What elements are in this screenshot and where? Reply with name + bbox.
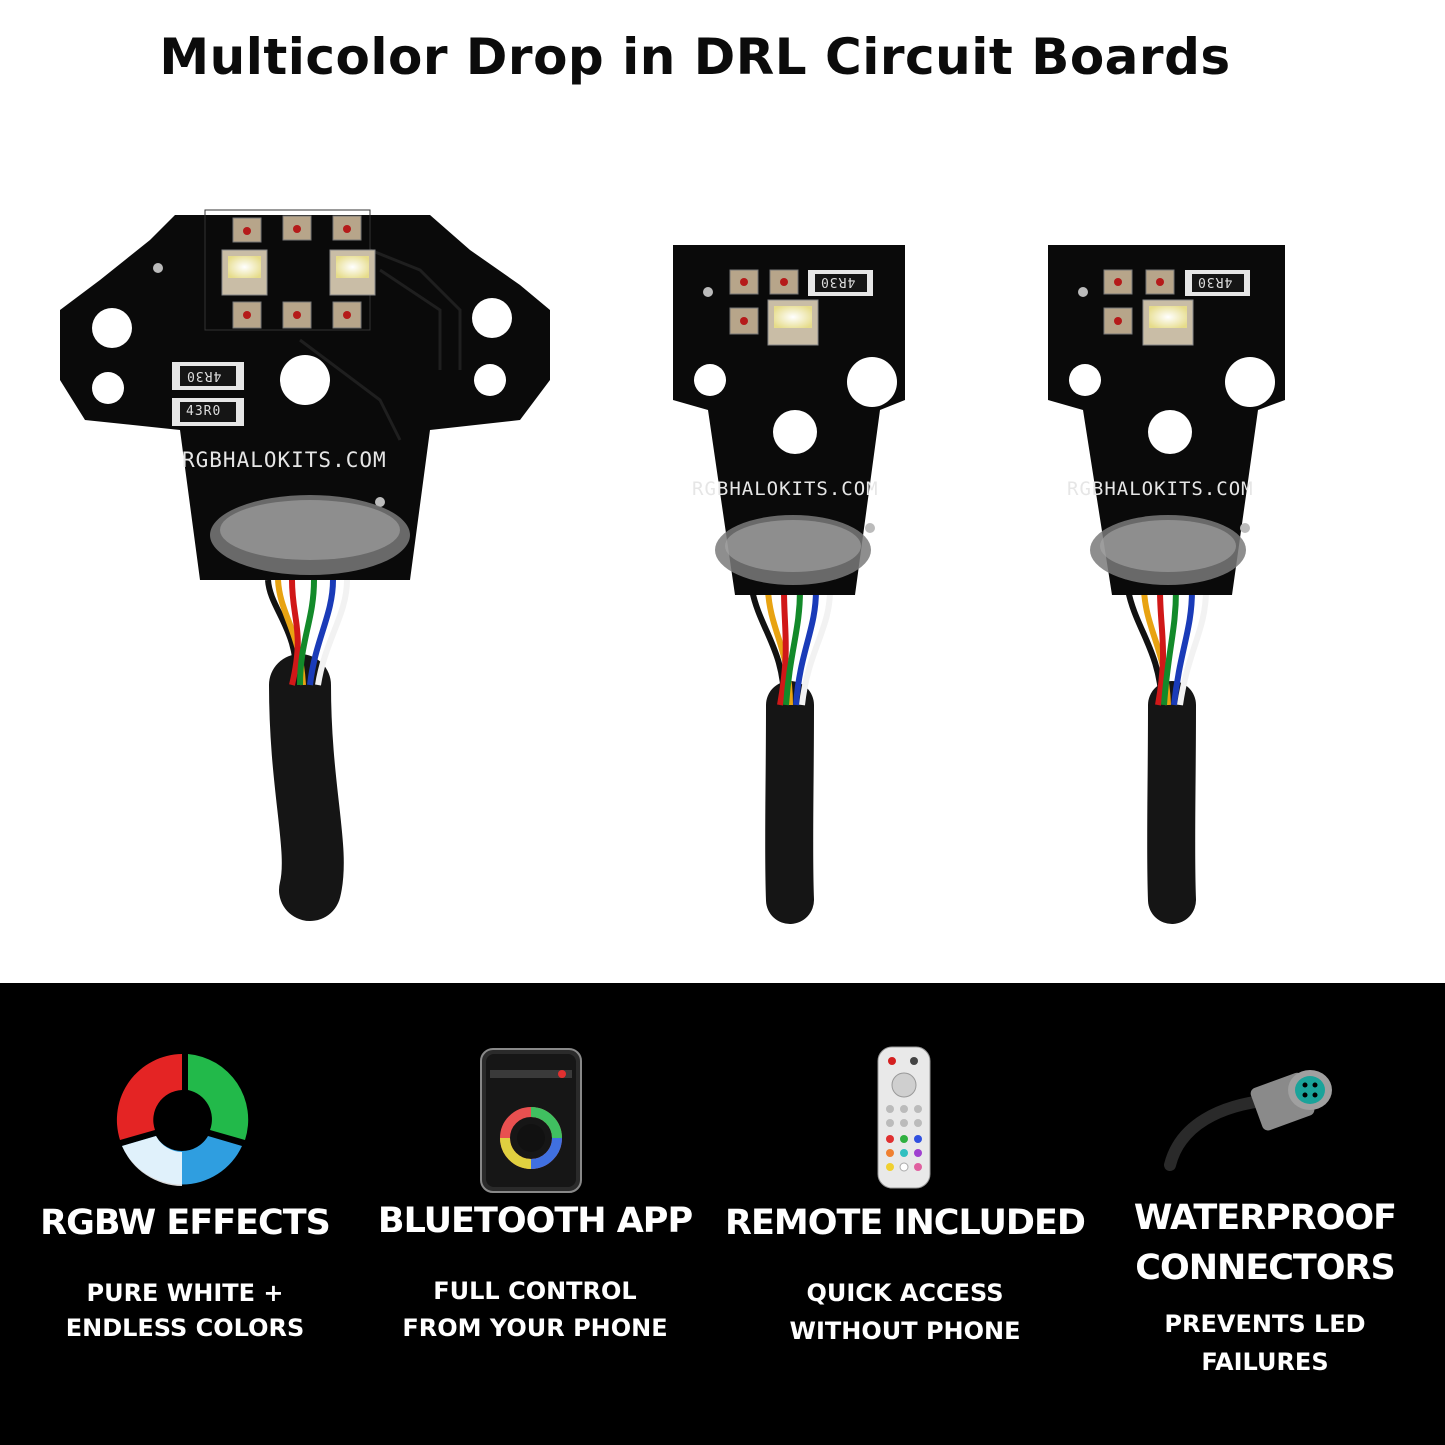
board-small-1 <box>673 245 905 924</box>
feature-rgbw-line2: ENDLESS COLORS <box>65 1314 305 1342</box>
feature-remote-title: REMOTE INCLUDED <box>725 1203 1086 1243</box>
feature-bluetooth-title: BLUETOOTH APP <box>377 1201 693 1241</box>
board-large <box>60 209 550 921</box>
board-3-brand: RGBHALOKITS.COM <box>1067 478 1254 500</box>
feature-waterproof-title-2: CONNECTORS <box>1135 1248 1395 1288</box>
board-3-resistor: 4R30 <box>1197 274 1233 289</box>
feature-remote-line2: WITHOUT PHONE <box>789 1317 1021 1345</box>
feature-remote-line1: QUICK ACCESS <box>806 1279 1004 1307</box>
rgbw-ring-icon <box>110 1048 255 1193</box>
board-small-2 <box>1048 245 1285 924</box>
feature-bluetooth-line1: FULL CONTROL <box>433 1277 637 1305</box>
smartphone-app-icon <box>480 1048 582 1193</box>
product-photo: 4R30 43R0 RGBHALOKITS.COM 4R30 RGBHALOKI… <box>0 110 1445 970</box>
board-1-resistor-1: 4R30 <box>186 368 222 383</box>
board-1-resistor-2: 43R0 <box>186 404 222 419</box>
feature-rgbw-line1: PURE WHITE + <box>86 1279 284 1307</box>
feature-waterproof-title-1: WATERPROOF <box>1133 1198 1397 1238</box>
feature-waterproof-line1: PREVENTS LED <box>1164 1310 1366 1338</box>
board-2-brand: RGBHALOKITS.COM <box>692 478 879 500</box>
feature-waterproof-line2: FAILURES <box>1201 1348 1329 1376</box>
feature-rgbw-title: RGBW EFFECTS <box>40 1203 331 1243</box>
page-title: Multicolor Drop in DRL Circuit Boards <box>159 28 1231 86</box>
board-2-resistor: 4R30 <box>820 274 856 289</box>
waterproof-connector-icon <box>1160 1065 1360 1175</box>
features-band: RGBW EFFECTS PURE WHITE + ENDLESS COLORS… <box>0 983 1445 1445</box>
remote-control-icon <box>876 1045 932 1190</box>
circuit-boards-illustration <box>60 209 1285 924</box>
board-1-brand: RGBHALOKITS.COM <box>182 448 387 472</box>
feature-bluetooth-line2: FROM YOUR PHONE <box>402 1314 668 1342</box>
